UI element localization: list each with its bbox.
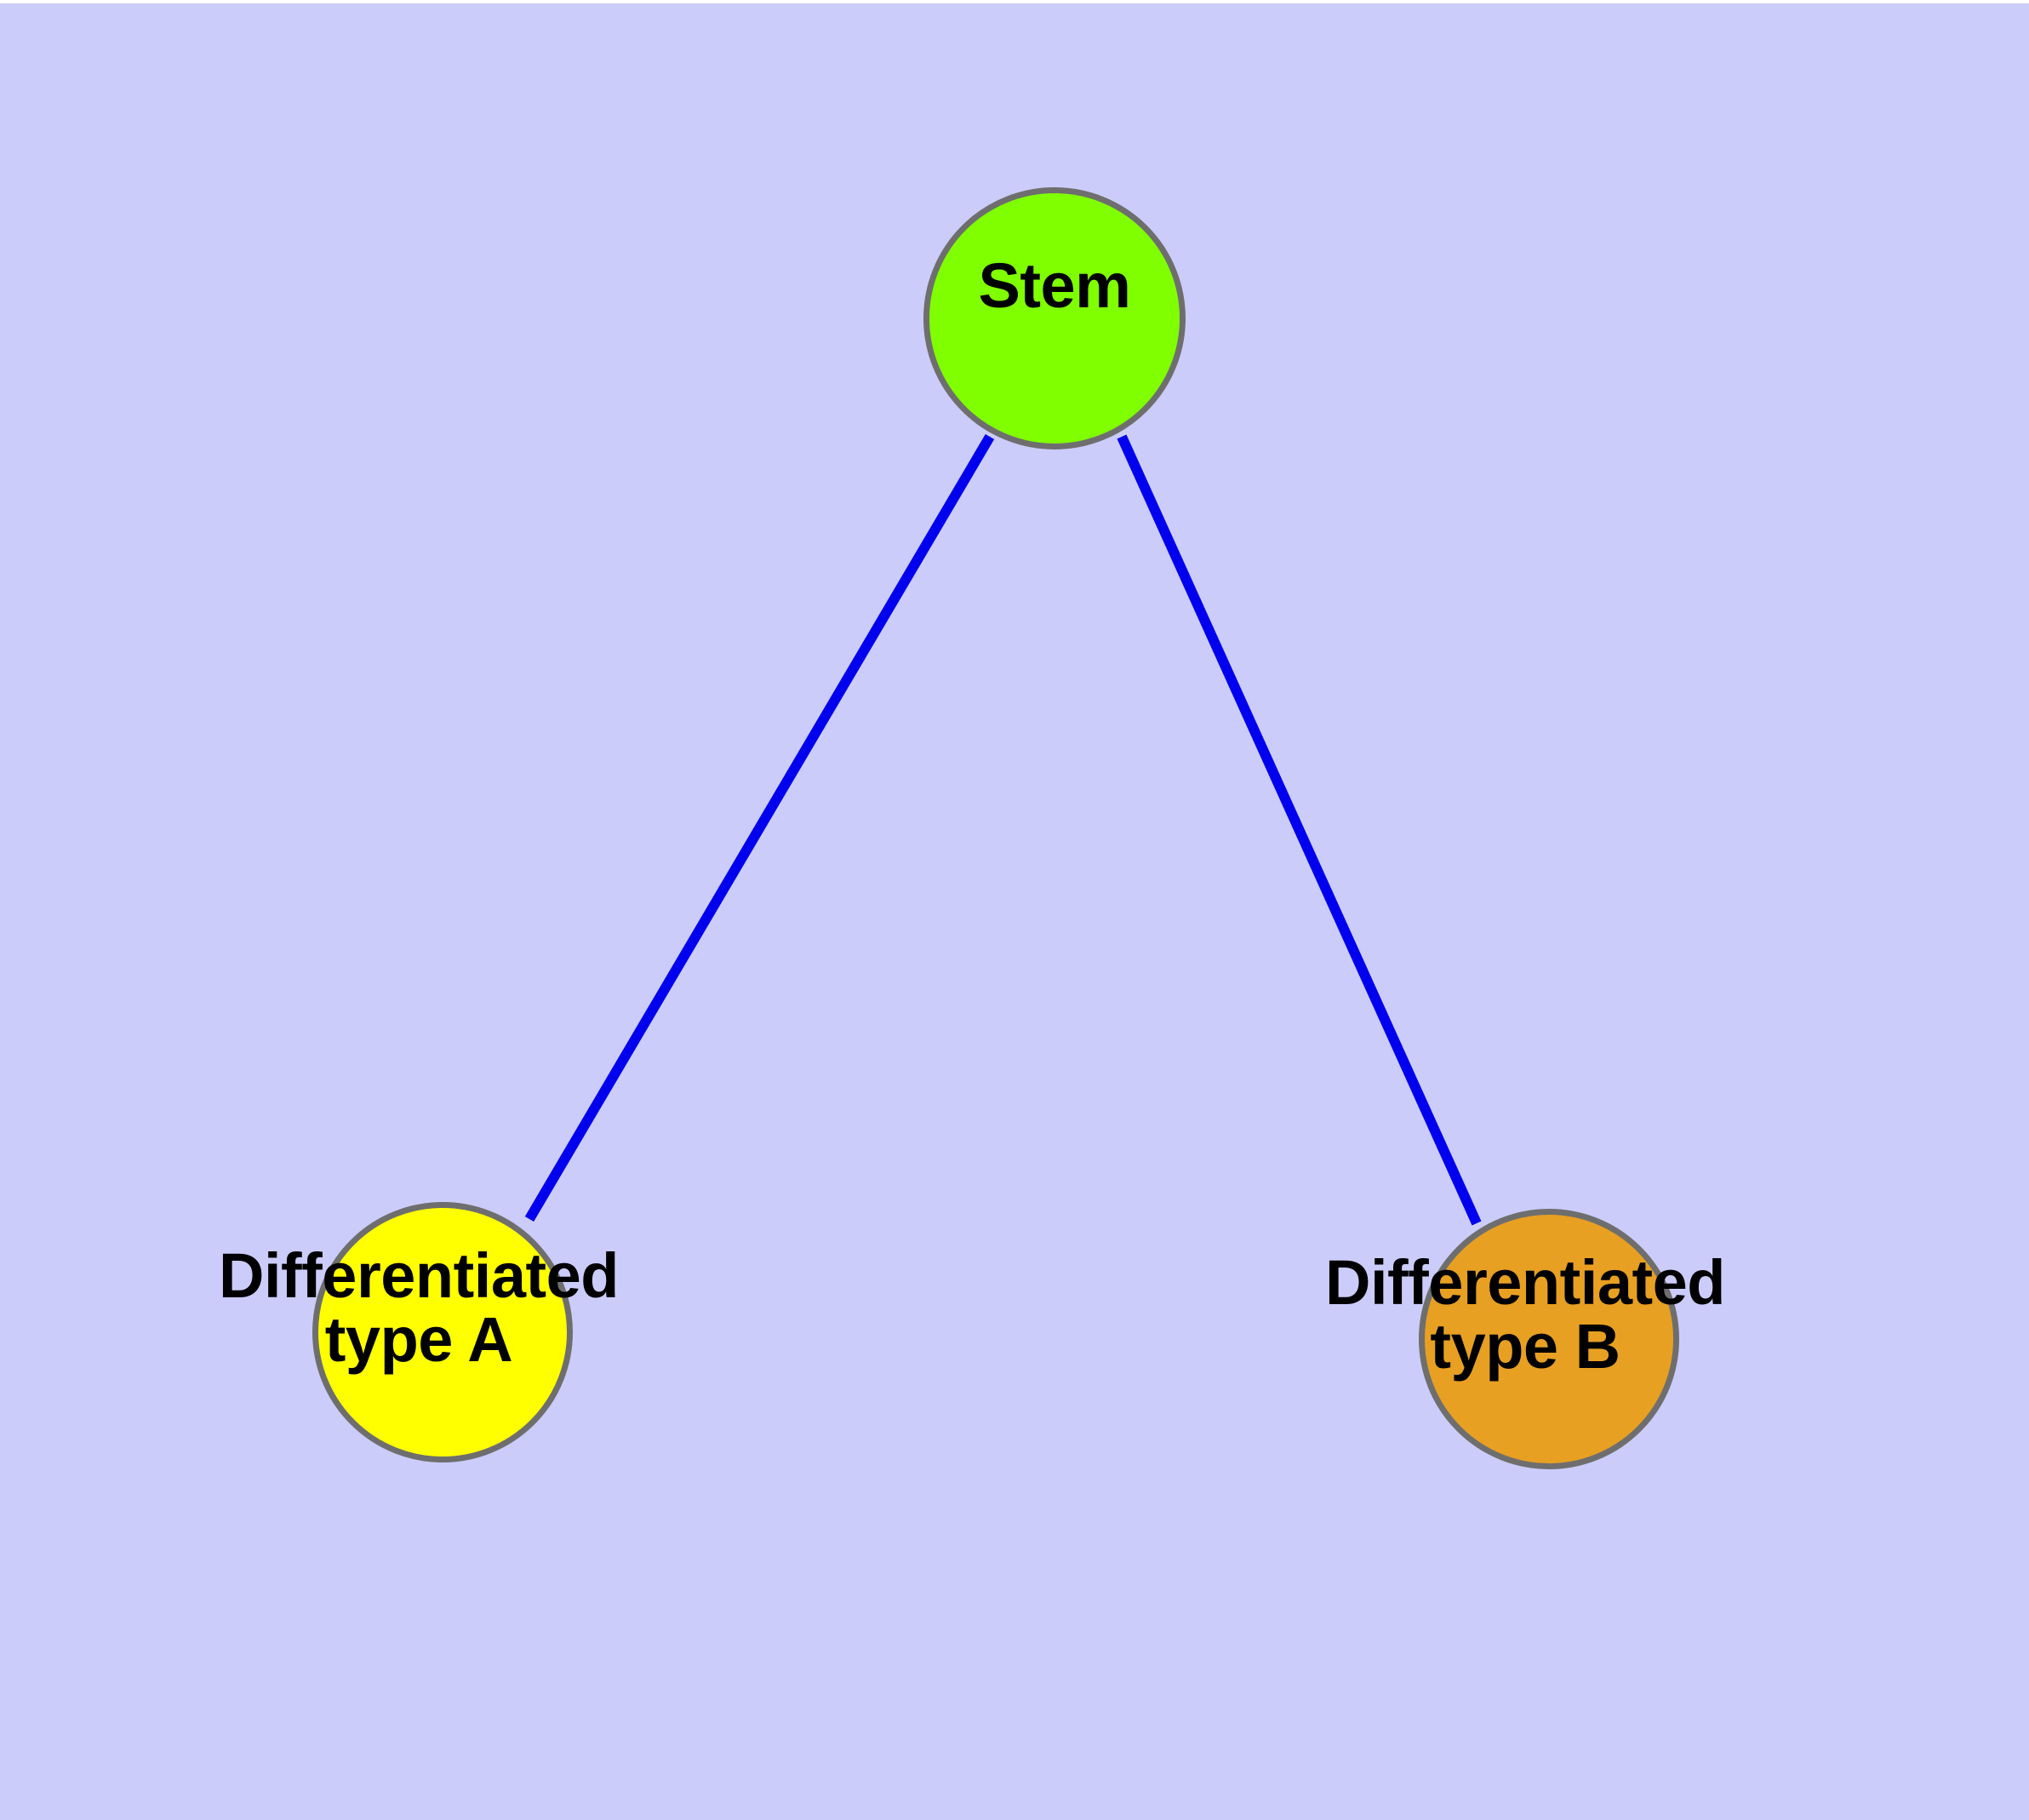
node-stem-circle[interactable] — [923, 187, 1186, 449]
node-differentiated-type-a-circle[interactable] — [312, 1202, 573, 1462]
edge-stem-to-type-b[interactable] — [1117, 434, 1482, 1226]
edge-stem-to-type-a[interactable] — [524, 433, 995, 1222]
node-differentiated-type-b-circle[interactable] — [1419, 1209, 1679, 1469]
